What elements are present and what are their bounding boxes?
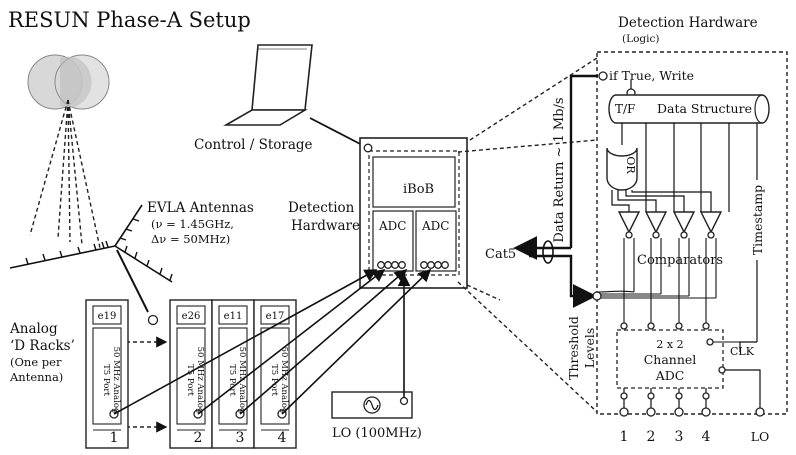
or-input-wires <box>611 190 712 212</box>
comparator-2 <box>644 211 668 239</box>
lo-wire <box>718 366 761 410</box>
channel-adc-box <box>616 329 724 389</box>
evla-frequency: (ν = 1.45GHz, <box>151 217 234 231</box>
right-title: Detection Hardware <box>618 15 758 31</box>
detection-hardware-label-2: Hardware <box>291 218 360 234</box>
data-structure-label: Data Structure <box>657 101 752 116</box>
page-title: RESUN Phase-A Setup <box>8 8 251 32</box>
input-label-lo: LO <box>751 429 770 444</box>
laptop-icon <box>223 44 313 126</box>
data-return-path <box>513 74 598 308</box>
rack-3-id: e11 <box>224 311 243 322</box>
lo-oscillator <box>331 273 413 419</box>
rack-2-analog: 50 MHz Analog <box>195 347 205 414</box>
analog-label-1: Analog <box>9 321 58 337</box>
or-label: OR <box>624 156 637 174</box>
array-to-rack-line <box>116 249 149 313</box>
rack-1-id: e19 <box>98 311 117 322</box>
rack-1-number: 1 <box>110 430 119 446</box>
lo-label: LO (100MHz) <box>332 426 422 441</box>
analog-label-2: ‘D Racks’ <box>10 338 75 354</box>
data-structure-cylinder <box>608 94 770 124</box>
comparator-4 <box>699 211 723 239</box>
logic-panel-frame <box>596 51 788 415</box>
input-label-3: 3 <box>675 429 684 445</box>
detection-hardware-label-1: Detection <box>288 200 355 216</box>
adc-label-right: ADC <box>421 219 449 233</box>
analog-label-3: (One per <box>10 355 62 369</box>
laptop-link-line <box>309 117 369 149</box>
rack-1-analog: 50 MHz Analog <box>111 347 121 414</box>
detection-hardware-box <box>359 137 468 289</box>
rack-1-port: T5 Port <box>101 364 111 396</box>
or-gate <box>606 123 638 191</box>
rack-2-number: 2 <box>194 430 203 446</box>
input-label-1: 1 <box>620 429 629 445</box>
rack-adc-cables <box>113 268 432 415</box>
tf-label: T/F <box>615 102 635 116</box>
antenna-beams <box>29 99 101 249</box>
evla-bandwidth: Δν = 50MHz) <box>151 232 230 246</box>
comparator-3 <box>672 211 696 239</box>
comparators-label: Comparators <box>637 253 723 268</box>
rack-3-port: T5 Port <box>227 364 237 396</box>
if-true-write-label: if True, Write <box>609 68 694 83</box>
cat5-label: Cat5 <box>485 247 516 262</box>
channel-adc-label-1: 2 x 2 <box>656 338 683 351</box>
zoom-lines <box>457 57 598 413</box>
rack-4-analog: 50 MHz Analog <box>279 347 289 414</box>
rack-connector <box>147 314 159 326</box>
rack-3 <box>211 299 255 449</box>
timestamp-label: Timestamp <box>750 185 765 255</box>
rack-2-port: T5 Port <box>185 364 195 396</box>
ibob-label: iBoB <box>403 182 434 197</box>
control-storage-label: Control / Storage <box>194 137 313 153</box>
bottom-inputs <box>619 388 765 417</box>
comparator-1 <box>617 211 641 239</box>
adc-label-left: ADC <box>378 219 406 233</box>
threshold-label-1: Threshold <box>566 316 581 380</box>
channel-adc-label-2: Channel <box>644 352 697 367</box>
adc-input-connectors <box>377 261 449 269</box>
rack-4-number: 4 <box>278 430 287 446</box>
channel-adc-label-3: ADC <box>655 368 685 383</box>
rack-3-number: 3 <box>236 430 245 446</box>
input-label-4: 4 <box>702 429 711 445</box>
threshold-label-2: Levels <box>582 328 597 369</box>
evla-label: EVLA Antennas <box>147 200 254 216</box>
rack-2-id: e26 <box>182 311 201 322</box>
rack-4-id: e17 <box>266 311 285 322</box>
evla-array-icon <box>9 204 173 283</box>
right-subtitle: (Logic) <box>622 33 659 45</box>
comparator-input-wires <box>596 238 717 326</box>
analog-label-4: Antenna) <box>9 370 63 384</box>
rack-4-port: T5 Port <box>269 364 279 396</box>
clk-label: CLK <box>730 345 755 358</box>
threshold-node <box>592 291 602 301</box>
write-node <box>598 71 608 81</box>
data-return-label: Data Return ~ 1 Mb/s <box>552 97 567 242</box>
input-label-2: 2 <box>647 429 656 445</box>
rack-1 <box>85 299 129 449</box>
data-structure-wires <box>645 123 730 212</box>
sky-circles <box>27 54 110 110</box>
